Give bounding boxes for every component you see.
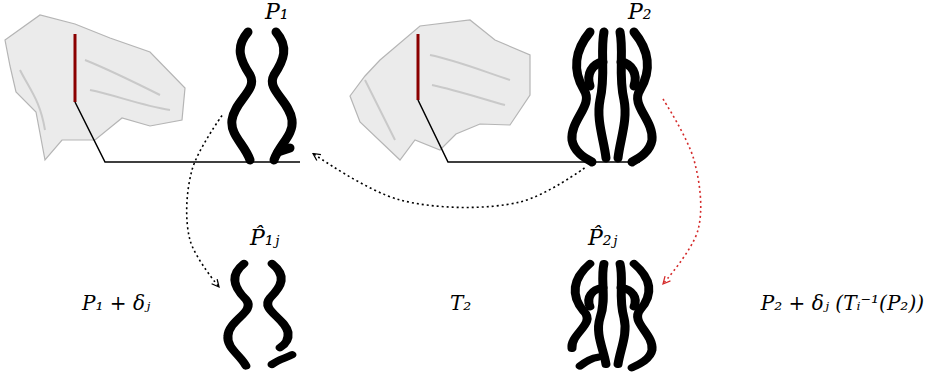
figure-label: P₁ xyxy=(265,0,289,26)
cross-section xyxy=(228,264,292,366)
cut-plane xyxy=(417,34,420,100)
render-surface xyxy=(5,15,185,160)
figure-label: P₂ xyxy=(628,0,652,26)
dotted-arrow xyxy=(663,99,701,284)
render-shading xyxy=(365,55,510,140)
cross-section xyxy=(232,32,292,160)
cross-section-figure: P̂₁ⱼ xyxy=(222,224,312,374)
cross-section xyxy=(572,264,652,368)
render-shading xyxy=(20,60,170,130)
nasal-cavity-render xyxy=(5,15,300,162)
nasal-cavity-render xyxy=(350,20,640,162)
cut-plane xyxy=(74,34,77,102)
transform-label: P₂ + δⱼ (Tᵢ⁻¹(P₂)) xyxy=(761,290,924,316)
cross-section-figure: P₂ xyxy=(562,0,660,165)
figure-label: P̂₂ⱼ xyxy=(588,224,617,252)
cross-section-figure: P̂₂ⱼ xyxy=(560,224,660,374)
cross-section xyxy=(572,32,652,162)
leader-line xyxy=(75,102,300,162)
dotted-arrow xyxy=(187,116,222,288)
cross-section-figure: P₁ xyxy=(225,0,310,165)
render-surface xyxy=(350,20,530,160)
transform-label: P₁ + δⱼ xyxy=(82,290,150,316)
figure-label: P̂₁ⱼ xyxy=(250,224,279,252)
dotted-arrow xyxy=(313,153,585,207)
transform-label: T₂ xyxy=(450,290,471,316)
